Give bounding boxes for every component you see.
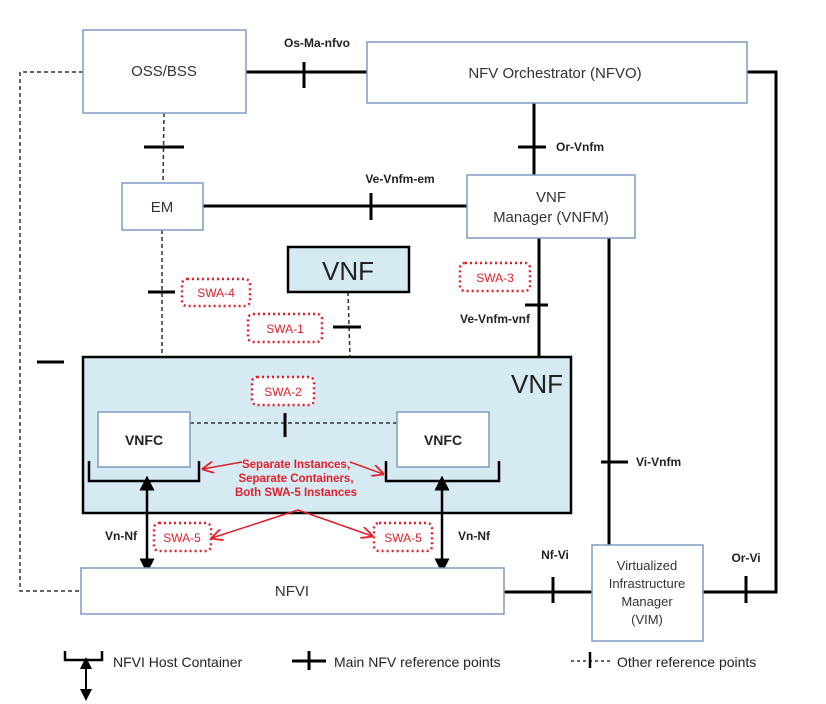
svg-text:SWA-1: SWA-1 <box>266 322 304 336</box>
em-box[interactable] <box>121 182 204 231</box>
legend-main-ref-label: Main NFV reference points <box>334 654 501 670</box>
vnfc-left-box[interactable] <box>97 411 191 468</box>
ve-vnfm-vnf-label: Ve-Vnfm-vnf <box>460 312 531 326</box>
nfvi-box[interactable] <box>80 567 505 615</box>
nfvo-label: NFV Orchestrator (NFVO) <box>468 65 641 82</box>
swa5-left-tag: SWA-5 <box>152 521 213 553</box>
svg-text:SWA-4: SWA-4 <box>197 286 235 300</box>
vim-label-line3: Manager <box>621 594 673 609</box>
vnfc-left-label: VNFC <box>125 432 163 448</box>
vim-label-line1: Virtualized <box>617 558 677 573</box>
swa5-right-tag: SWA-5 <box>372 521 434 553</box>
ve-vnfm-em-label: Ve-Vnfm-em <box>365 172 434 186</box>
vnf-big-label: VNF <box>511 369 563 399</box>
or-vnfm-label: Or-Vnfm <box>556 140 604 154</box>
oss-nfvi-dashed-connector <box>19 71 83 592</box>
nfvi-label: NFVI <box>275 583 309 600</box>
legend-main-ref-icon <box>292 651 326 670</box>
vn-nf-right-label: Vn-Nf <box>458 529 491 543</box>
vnfm-box[interactable] <box>466 174 636 239</box>
vnf-small-box[interactable] <box>286 245 411 294</box>
nf-vi-label: Nf-Vi <box>541 548 569 562</box>
or-vi-label: Or-Vi <box>731 551 760 565</box>
vnfc-right-label: VNFC <box>424 432 462 448</box>
note-arrow-to-right-container <box>349 461 383 474</box>
note-line1: Separate Instances, <box>242 459 350 471</box>
vnfc-right-box[interactable] <box>396 411 490 468</box>
svg-text:SWA-3: SWA-3 <box>476 271 514 285</box>
legend-other-ref-label: Other reference points <box>617 654 756 670</box>
swa1-tag: SWA-1 <box>246 312 324 344</box>
os-ma-nfvo-label: Os-Ma-nfvo <box>284 36 350 50</box>
vnf-small-big-dashed-line <box>347 291 351 358</box>
vim-box[interactable] <box>591 544 704 642</box>
legend: NFVI Host Container Main NFV reference p… <box>63 651 756 701</box>
vim-label-line4: (VIM) <box>631 612 663 627</box>
svg-text:SWA-5: SWA-5 <box>384 531 422 545</box>
legend-host-container-icon <box>63 651 104 701</box>
em-label: EM <box>151 199 174 216</box>
vi-vnfm-label: Vi-Vnfm <box>636 455 681 469</box>
note-line3: Both SWA-5 Instances <box>235 487 357 499</box>
vnfm-label-line1: VNF <box>536 189 566 206</box>
nfvo-box[interactable] <box>366 41 748 104</box>
svg-text:SWA-2: SWA-2 <box>264 385 302 399</box>
vn-nf-left-label: Vn-Nf <box>105 529 138 543</box>
svg-text:SWA-5: SWA-5 <box>163 531 201 545</box>
vim-label-line2: Infrastructure <box>609 576 686 591</box>
note-arrow-to-left-container <box>203 462 243 469</box>
or-vi-line <box>703 70 778 594</box>
oss-bss-label: OSS/BSS <box>131 63 197 80</box>
swa3-tag: SWA-3 <box>458 261 532 293</box>
legend-other-ref-icon <box>571 652 610 668</box>
note-arrow-to-swa5-right <box>297 509 372 536</box>
swa4-tag: SWA-4 <box>180 277 252 308</box>
note-line2: Separate Containers, <box>238 473 353 485</box>
note-arrow-to-swa5-left <box>212 509 299 538</box>
oss-bss-box[interactable] <box>82 29 247 114</box>
vnf-small-label: VNF <box>322 256 374 286</box>
vnfm-label-line2: Manager (VNFM) <box>493 209 609 226</box>
legend-host-container-label: NFVI Host Container <box>113 654 242 670</box>
swa2-tag: SWA-2 <box>250 375 316 407</box>
